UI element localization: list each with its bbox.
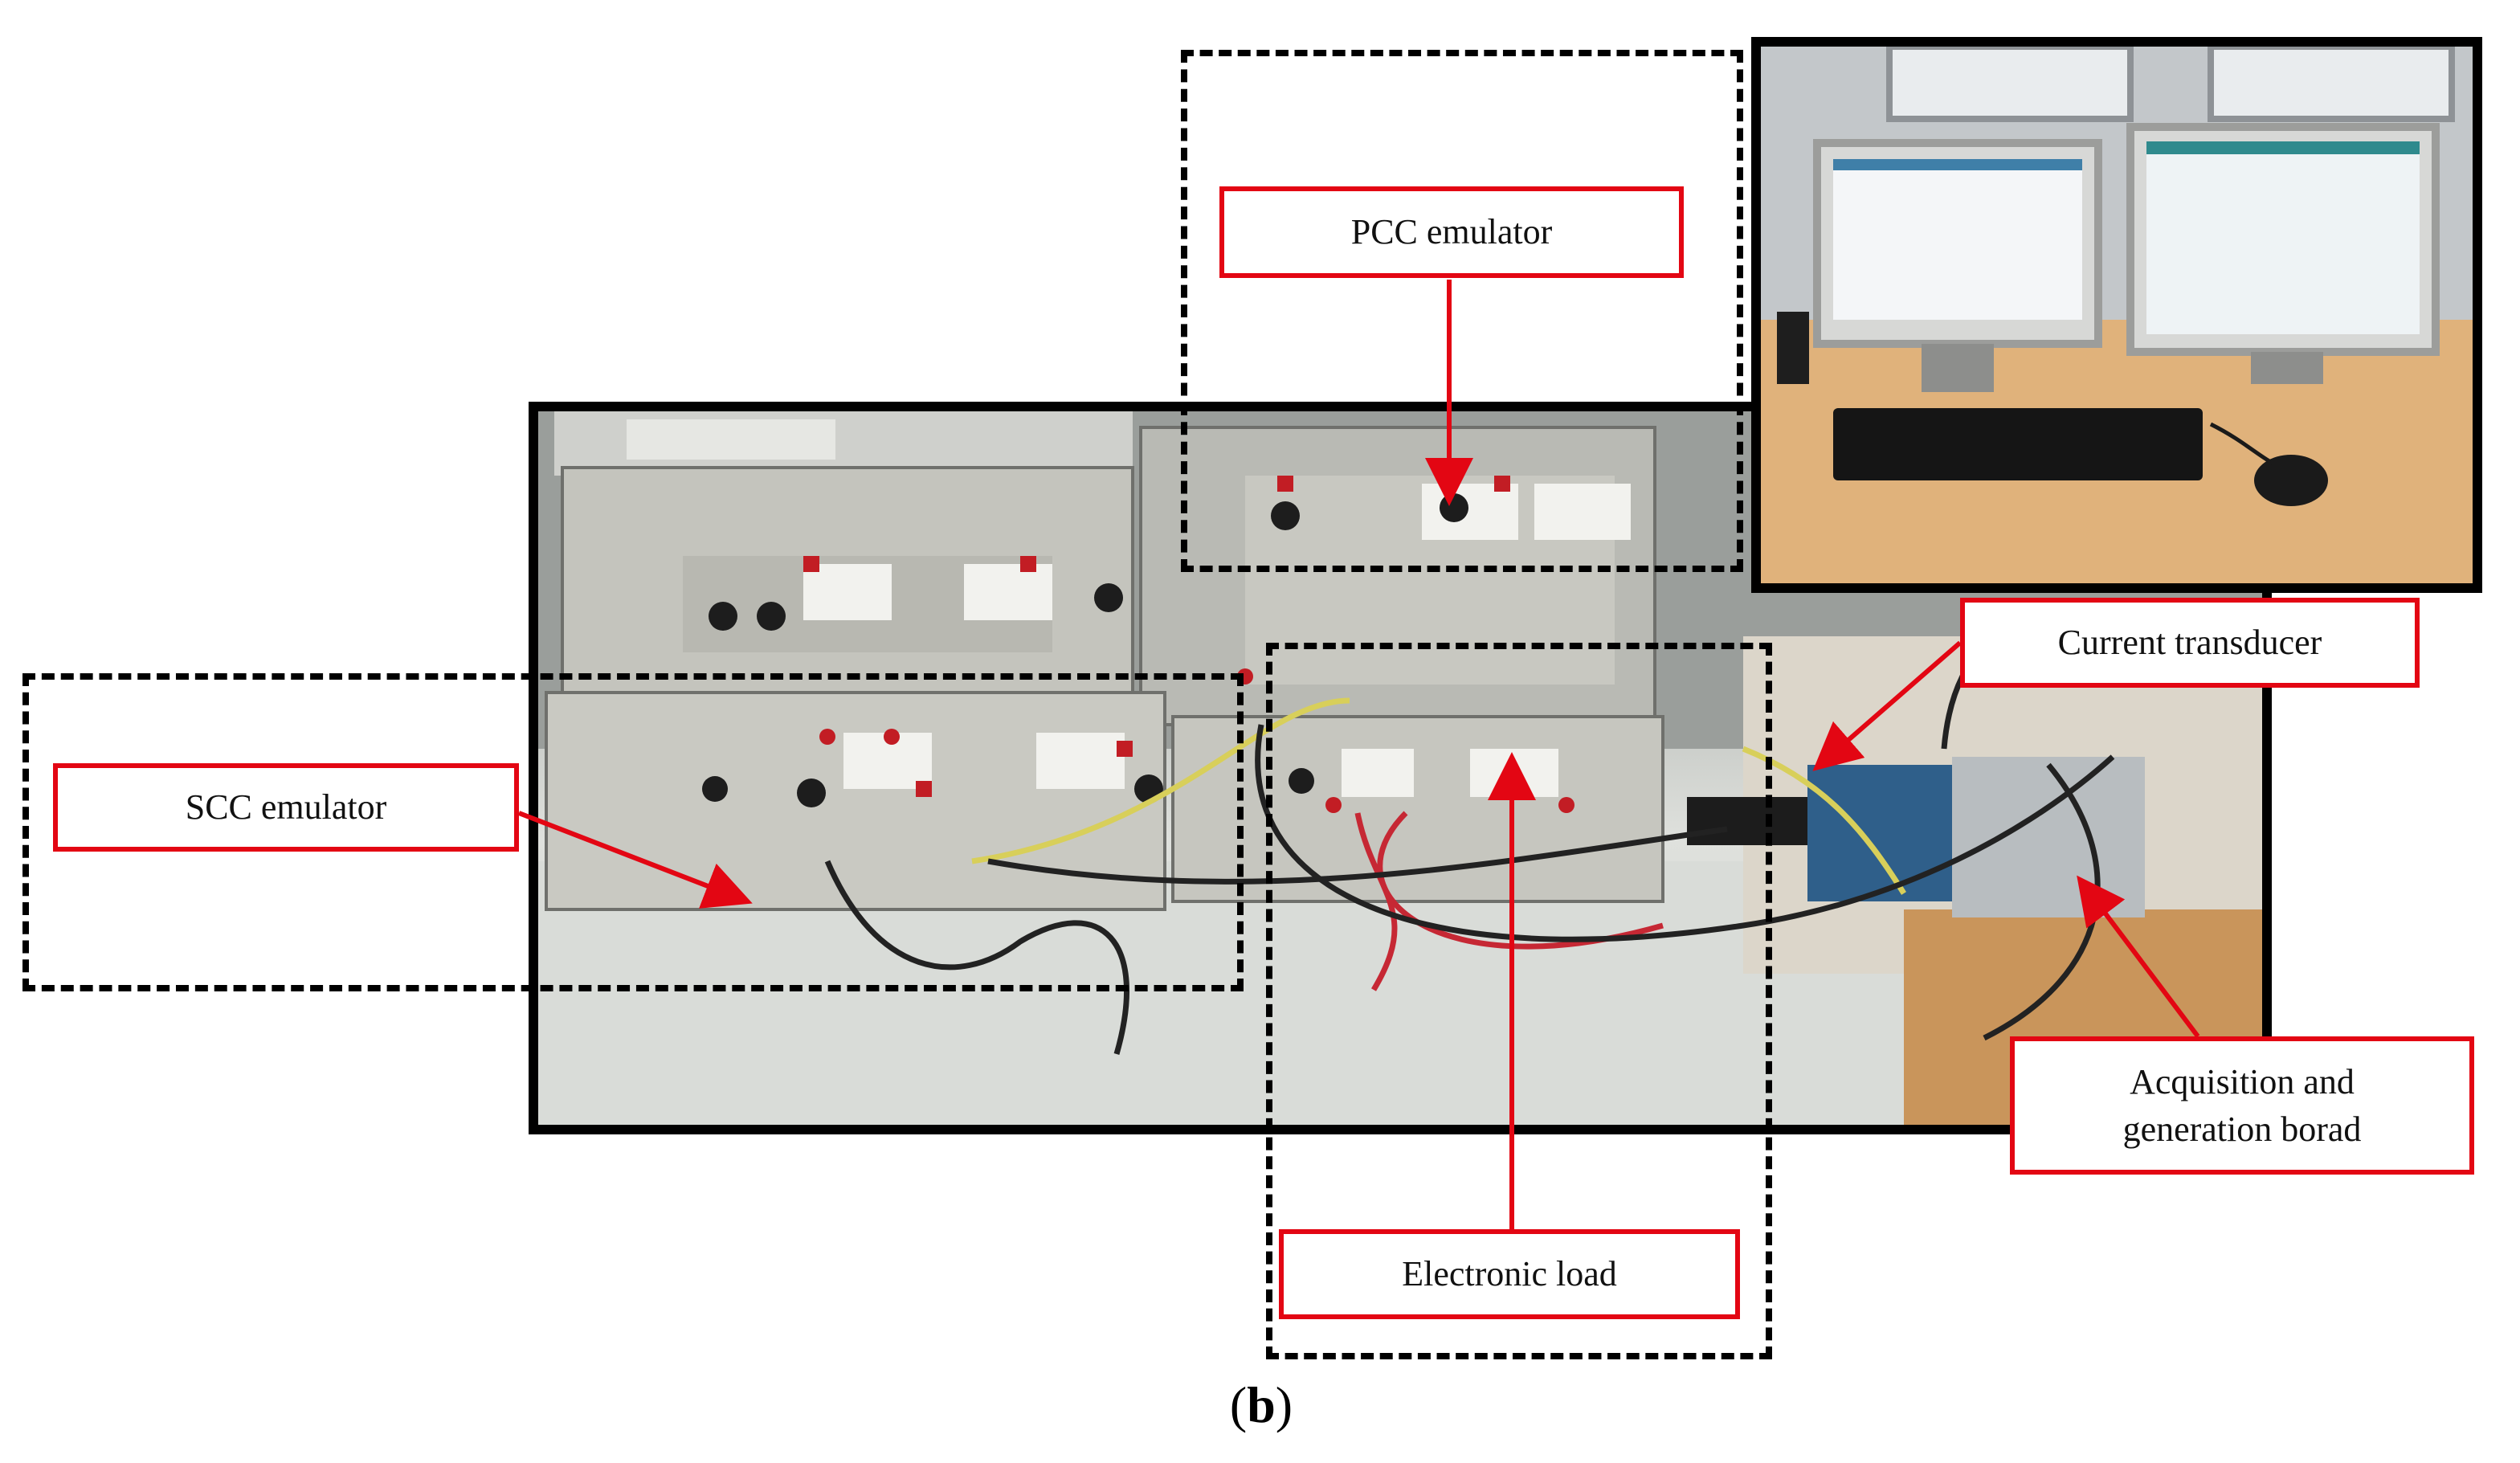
acquisition-board-label: Acquisition and generation borad: [2010, 1036, 2474, 1175]
scc-emulator-arrow: [517, 811, 753, 909]
electronic-load-text: Electronic load: [1402, 1254, 1617, 1294]
pcc-emulator-label: PCC emulator: [1219, 186, 1684, 278]
current-transducer-text: Current transducer: [2057, 623, 2322, 663]
electronic-load-label: Electronic load: [1279, 1229, 1740, 1319]
subfigure-caption: (b): [1229, 1376, 1293, 1433]
workstation-inset-photo: [1751, 37, 2482, 593]
scc-emulator-text: SCC emulator: [185, 787, 387, 828]
current-transducer-label: Current transducer: [1960, 598, 2420, 688]
workstation-drawing: [1761, 47, 2473, 583]
scc-emulator-region: [22, 673, 1244, 991]
lab-setup-drawing: [538, 411, 2262, 1125]
scc-emulator-label: SCC emulator: [53, 763, 519, 852]
pcc-emulator-region: [1181, 50, 1743, 572]
subfigure-letter: b: [1247, 1376, 1276, 1433]
acquisition-board-text: Acquisition and generation borad: [2122, 1061, 2362, 1149]
electronic-load-region: [1266, 643, 1772, 1359]
current-transducer-arrow: [1812, 640, 1962, 771]
acquisition-board-arrow: [2077, 875, 2200, 1038]
pcc-emulator-text: PCC emulator: [1350, 212, 1553, 252]
